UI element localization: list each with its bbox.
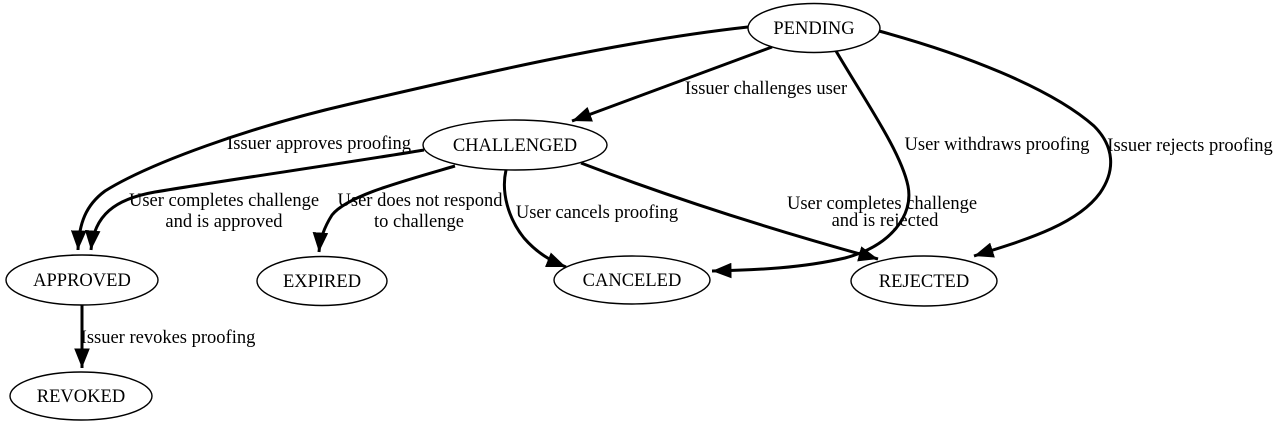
node-pending: PENDING: [747, 2, 881, 54]
node-canceled: CANCELED: [553, 255, 711, 305]
edge-challenged-rejected: User completes challenge and is rejected: [580, 161, 977, 262]
node-approved-label: APPROVED: [33, 271, 131, 291]
edge-pending-canceled-label: User withdraws proofing: [905, 135, 1090, 155]
edge-pending-challenged: Issuer challenges user: [571, 45, 847, 123]
edge-challenged-approved-path: [84, 148, 425, 251]
node-revoked: REVOKED: [9, 371, 153, 421]
edge-challenged-rejected-label-line1: User completes challenge: [787, 194, 977, 214]
edge-challenged-approved-label-line2: and is approved: [165, 212, 283, 232]
edge-challenged-rejected-label-line2: and is rejected: [832, 211, 940, 231]
node-rejected-shape: [850, 255, 998, 307]
edge-challenged-rejected-path: [580, 161, 879, 262]
node-pending-label: PENDING: [773, 19, 854, 39]
edge-pending-challenged-path: [571, 45, 773, 123]
edge-challenged-approved: User completes challenge and is approved: [84, 148, 425, 251]
node-revoked-shape: [9, 371, 153, 421]
edge-challenged-canceled-label: User cancels proofing: [516, 203, 678, 223]
edge-challenged-expired-label-line1: User does not respond: [338, 191, 504, 211]
edge-pending-approved: Issuer approves proofing: [70, 25, 749, 251]
nodes-layer: PENDING CHALLENGED APPROVED EXPIRED CANC…: [5, 2, 998, 421]
edge-pending-canceled: User withdraws proofing: [711, 50, 1090, 279]
node-revoked-label: REVOKED: [37, 387, 125, 407]
node-rejected-label: REJECTED: [879, 272, 969, 292]
node-challenged: CHALLENGED: [422, 119, 608, 171]
node-challenged-shape: [422, 119, 608, 171]
node-expired-shape: [256, 255, 388, 307]
edge-challenged-expired-path: [312, 164, 456, 253]
node-approved: APPROVED: [5, 254, 159, 306]
edge-pending-approved-label: Issuer approves proofing: [227, 134, 411, 154]
node-approved-shape: [5, 254, 159, 306]
node-canceled-label: CANCELED: [583, 271, 682, 291]
edge-pending-canceled-path: [711, 50, 911, 279]
edge-challenged-canceled-path: [502, 169, 567, 269]
node-expired: EXPIRED: [256, 255, 388, 307]
edge-challenged-expired: User does not respond to challenge: [312, 164, 504, 253]
edge-challenged-canceled: User cancels proofing: [502, 169, 678, 269]
node-pending-shape: [747, 2, 881, 54]
edge-pending-rejected-label: Issuer rejects proofing: [1107, 136, 1272, 156]
edge-pending-rejected-path: [878, 29, 1113, 258]
edge-challenged-expired-label-line2: to challenge: [374, 212, 464, 232]
edges-layer: Issuer challenges user Issuer approves p…: [70, 25, 1273, 368]
node-expired-label: EXPIRED: [283, 272, 361, 292]
edge-pending-approved-path: [70, 25, 749, 251]
edge-challenged-approved-label-line1: User completes challenge: [129, 191, 319, 211]
edge-approved-revoked: Issuer revokes proofing: [74, 305, 256, 368]
edge-approved-revoked-label: Issuer revokes proofing: [81, 328, 256, 348]
node-rejected: REJECTED: [850, 255, 998, 307]
node-canceled-shape: [553, 255, 711, 305]
edge-pending-rejected: Issuer rejects proofing: [878, 29, 1273, 258]
node-challenged-label: CHALLENGED: [453, 136, 577, 156]
edge-pending-challenged-label: Issuer challenges user: [685, 79, 847, 99]
